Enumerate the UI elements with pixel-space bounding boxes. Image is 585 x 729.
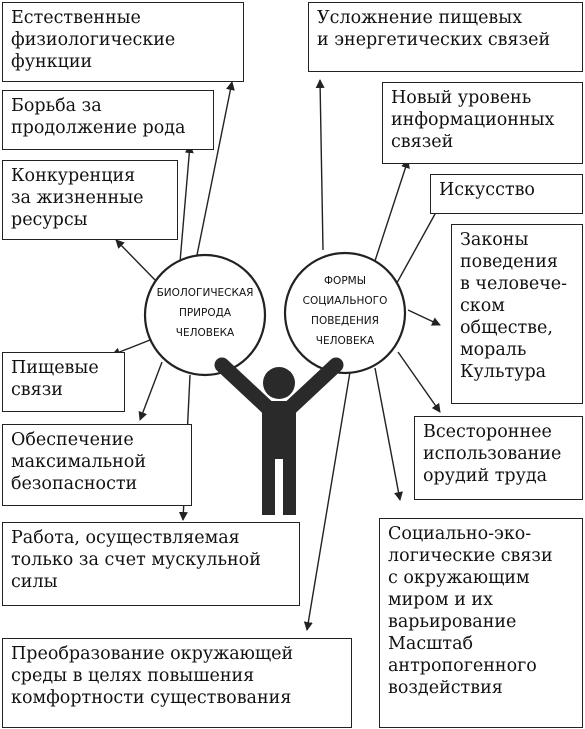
- right-circle-label: ФОРМЫ СОЦИАЛЬНОГО ПОВЕДЕНИЯ ЧЕЛОВЕКА: [302, 275, 388, 347]
- arrow-to-transform: [303, 371, 351, 631]
- box-physiological-functions: Естественные физиологические функции: [2, 2, 244, 82]
- box-competition: Конкуренция за жизненные ресурсы: [2, 160, 178, 240]
- arrow-to-tools: [397, 351, 441, 413]
- arrow-to-socioeco: [374, 367, 403, 501]
- box-tools: Всестороннее использование орудий труда: [414, 416, 583, 500]
- arrow-to-safety: [138, 361, 163, 421]
- box-muscle-work: Работа, осуществляемая только за счет му…: [2, 522, 300, 606]
- arrow-to-reproduction: [179, 144, 194, 263]
- box-art: Искусство: [430, 174, 583, 214]
- box-transformation: Преобразование окружающей среды в целях …: [2, 638, 352, 728]
- arrow-to-laws: [407, 309, 441, 326]
- human-figure-icon: [214, 357, 344, 515]
- arrow-to-physiological: [195, 81, 235, 261]
- right-circle: [283, 251, 407, 375]
- box-food-links: Пищевые связи: [2, 352, 125, 412]
- left-circle-label: БИОЛОГИЧЕСКАЯ ПРИРОДА ЧЕЛОВЕКА: [156, 287, 254, 339]
- box-energy-links: Усложнение пищевых и энергетических связ…: [308, 2, 583, 72]
- box-socioecological: Социально-эко- логические связи с окружа…: [379, 518, 583, 728]
- arrow-to-art: [392, 204, 441, 291]
- box-laws-morality: Законы поведения в человече- ском общест…: [451, 224, 583, 404]
- arrow-to-info: [371, 159, 410, 271]
- left-circle: [143, 253, 267, 377]
- arrow-to-energy: [315, 79, 325, 251]
- box-safety: Обеспечение максимальной безопасности: [2, 424, 192, 506]
- box-info-links: Новый уровень информационных связей: [382, 82, 583, 164]
- box-reproduction: Борьба за продолжение рода: [2, 90, 214, 150]
- arrow-to-competition: [115, 239, 158, 283]
